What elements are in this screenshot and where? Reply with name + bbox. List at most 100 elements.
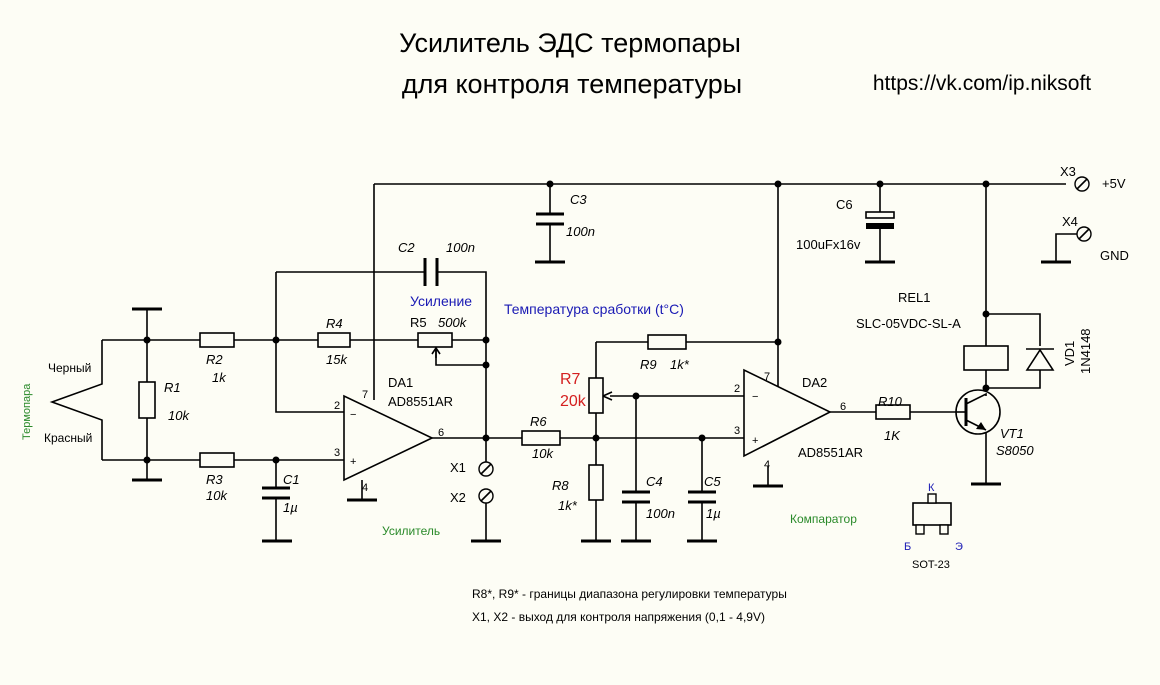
label-r4-ref: R4: [326, 316, 343, 331]
da2-pin-7: 7: [764, 371, 770, 383]
label-x3: X3: [1060, 164, 1076, 179]
label-r9-value: 1k*: [670, 357, 690, 372]
da1-pin-7: 7: [362, 389, 368, 401]
capacitor-c4: [622, 490, 650, 504]
label-r1-value: 10k: [168, 408, 190, 423]
relay-coil-rel1: [963, 345, 1009, 371]
opamp-da2: [743, 368, 832, 458]
label-rel1-part: SLC-05VDC-SL-A: [856, 316, 961, 331]
da2-pin-3: 3: [734, 425, 740, 437]
label-threshold: Температура сработки (t°C): [504, 301, 684, 317]
resistor-r10: [875, 404, 911, 420]
label-package: SOT-23: [912, 559, 950, 571]
label-vcc: +5V: [1102, 176, 1126, 191]
diode-vd1: [1025, 348, 1055, 371]
ground-symbols: [132, 260, 1071, 543]
resistor-r6: [521, 430, 561, 446]
da1-minus-sign: −: [350, 409, 356, 421]
label-c6-ref: C6: [836, 197, 853, 212]
capacitor-c3: [536, 212, 564, 226]
label-vd1-part: 1N4148: [1078, 328, 1093, 374]
resistor-r2: [199, 332, 235, 348]
label-r6-value: 10k: [532, 446, 554, 461]
label-c5-value: 1µ: [706, 506, 721, 521]
resistor-r9: [647, 334, 687, 350]
capacitor-c5: [688, 490, 716, 504]
label-amplifier: Усилитель: [382, 524, 440, 538]
label-r8-ref: R8: [552, 478, 569, 493]
label-x1: X1: [450, 460, 466, 475]
sot23-package-icon: [912, 493, 952, 535]
da2-pin-6: 6: [840, 401, 846, 413]
da1-pin-2: 2: [334, 400, 340, 412]
label-r10-ref: R10: [878, 394, 903, 409]
label-r7-value: 20k: [560, 393, 587, 410]
label-c1-ref: C1: [283, 472, 300, 487]
label-r4-value: 15k: [326, 352, 348, 367]
junction-dots: [143, 180, 990, 464]
label-r6-ref: R6: [530, 414, 547, 429]
da1-plus-sign: +: [350, 456, 356, 468]
label-r3-ref: R3: [206, 472, 223, 487]
title-line-1: Усилитель ЭДС термопары: [399, 28, 741, 58]
da2-minus-sign: −: [752, 391, 758, 403]
resistor-r3: [199, 452, 235, 468]
label-rel1-ref: REL1: [898, 290, 931, 305]
label-vd1-ref: VD1: [1062, 341, 1077, 366]
title-line-2: для контроля температуры: [402, 69, 742, 99]
label-comparator: Компаратор: [790, 512, 857, 526]
label-black-wire: Черный: [48, 361, 91, 375]
da1-pin-3: 3: [334, 447, 340, 459]
label-c4-ref: C4: [646, 474, 663, 489]
label-da1-part: AD8551AR: [388, 394, 453, 409]
label-c6-value: 100uFx16v: [796, 237, 861, 252]
label-r8-value: 1k*: [558, 498, 578, 513]
label-gain: Усиление: [410, 293, 472, 309]
label-gnd: GND: [1100, 248, 1129, 263]
da2-plus-sign: +: [752, 435, 758, 447]
label-c3-ref: C3: [570, 192, 587, 207]
label-vt1-ref: VT1: [1000, 426, 1024, 441]
label-c2-value: 100n: [446, 240, 475, 255]
label-x2: X2: [450, 490, 466, 505]
da1-pin-4: 4: [362, 482, 368, 494]
note-line-1: R8*, R9* - границы диапазона регулировки…: [472, 587, 787, 601]
label-r5-value: 500k: [438, 315, 468, 330]
label-c2-ref: C2: [398, 240, 415, 255]
label-x4: X4: [1062, 214, 1078, 229]
label-pin-b: Б: [904, 541, 911, 553]
label-da1-ref: DA1: [388, 375, 413, 390]
label-r3-value: 10k: [206, 488, 228, 503]
label-pin-k: К: [928, 482, 935, 494]
label-da2-ref: DA2: [802, 375, 827, 390]
resistor-r4: [317, 332, 351, 348]
label-r9-ref: R9: [640, 357, 657, 372]
label-r2-value: 1k: [212, 370, 227, 385]
label-c5-ref: C5: [704, 474, 721, 489]
label-r5-ref: R5: [410, 315, 427, 330]
capacitor-c6: [865, 211, 895, 229]
label-red-wire: Красный: [44, 431, 92, 445]
label-thermocouple: Термопара: [21, 383, 33, 440]
potentiometer-r5: [417, 332, 453, 358]
label-r10-value: 1K: [884, 428, 901, 443]
label-pin-e: Э: [955, 541, 963, 553]
da1-pin-6: 6: [438, 427, 444, 439]
resistor-r1: [138, 381, 156, 419]
label-da2-part: AD8551AR: [798, 445, 863, 460]
capacitor-c2: [423, 258, 439, 286]
author-url[interactable]: https://vk.com/ip.niksoft: [873, 72, 1091, 95]
transistor-vt1: [955, 389, 1001, 435]
resistor-r8: [588, 464, 604, 501]
da2-pin-4: 4: [764, 459, 770, 471]
note-line-2: X1, X2 - выход для контроля напряжения (…: [472, 610, 765, 624]
label-c1-value: 1µ: [283, 500, 298, 515]
label-c3-value: 100n: [566, 224, 595, 239]
label-vt1-part: S8050: [996, 443, 1034, 458]
da2-pin-2: 2: [734, 383, 740, 395]
label-r2-ref: R2: [206, 352, 223, 367]
opamp-da1: [343, 394, 434, 482]
potentiometer-r7: [588, 377, 613, 414]
label-c4-value: 100n: [646, 506, 675, 521]
